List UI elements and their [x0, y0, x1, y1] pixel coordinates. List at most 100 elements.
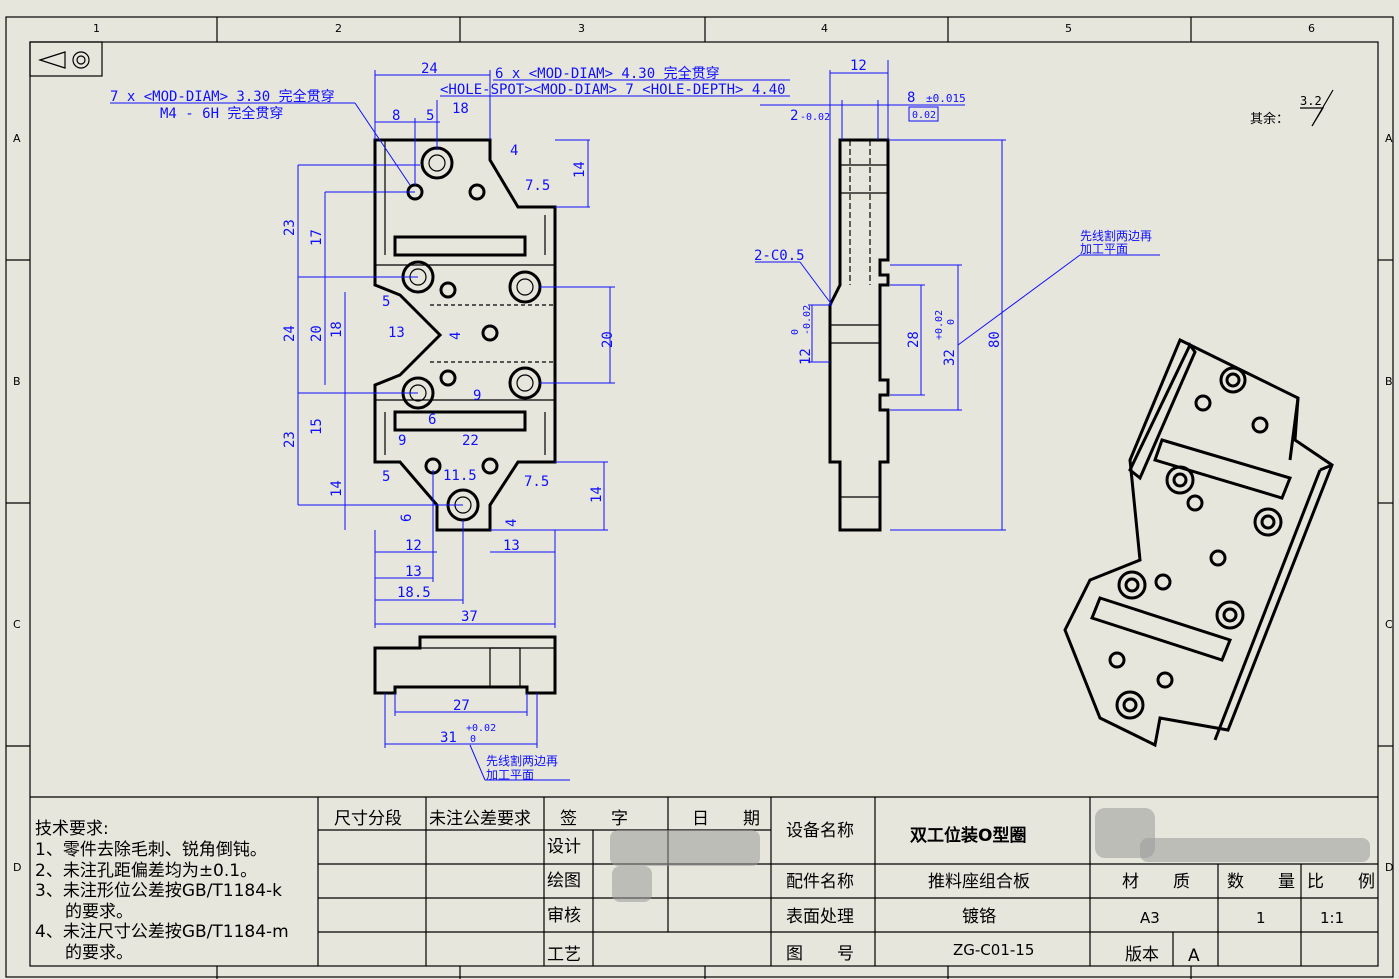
dim: 8 — [392, 108, 400, 124]
tech-req-item: 的要求。 — [65, 943, 133, 963]
tech-req-item: 3、未注形位公差按GB/T1184-k — [35, 881, 282, 901]
dim-tol: +0.02 — [466, 723, 496, 734]
dim: 17 — [309, 229, 325, 246]
dim: 4 — [510, 143, 518, 159]
dim: 15 — [309, 418, 325, 435]
dim-tol: 0 — [946, 319, 957, 325]
zone-4: 4 — [821, 22, 828, 35]
projection-symbol-icon — [29, 41, 103, 77]
dim: 4 — [448, 332, 464, 340]
wire-note: 加工平面 — [486, 768, 534, 782]
hole-note: <HOLE-SPOT><MOD-DIAM> 7 <HOLE-DEPTH> 4.4… — [440, 82, 786, 98]
wire-note: 先线割两边再 — [1080, 228, 1152, 243]
zone-b: B — [13, 375, 21, 388]
dim: 7.5 — [525, 178, 550, 194]
part-label: 配件名称 — [786, 872, 854, 892]
dim: 18 — [452, 101, 469, 117]
wire-note: 先线割两边再 — [486, 753, 558, 768]
geometric-tolerance: 0.02 — [912, 110, 936, 121]
dim: 2 — [790, 108, 798, 124]
dim: 23 — [282, 431, 298, 448]
zone-6: 6 — [1308, 22, 1315, 35]
dim: 37 — [461, 609, 478, 625]
surface-label: 表面处理 — [786, 907, 854, 927]
dim-tol: -0.02 — [802, 305, 813, 335]
zone-b-right: B — [1385, 375, 1393, 388]
zone-1: 1 — [93, 22, 100, 35]
dim: 32 — [942, 349, 958, 366]
dim: 5 — [426, 108, 434, 124]
drawing-frame: 1 2 3 4 5 6 A B C D A B C D — [5, 16, 1394, 979]
dim: 6 — [399, 514, 415, 522]
material-value: A3 — [1140, 909, 1160, 927]
dim: 18.5 — [397, 585, 431, 601]
zone-d-right: D — [1385, 861, 1393, 874]
dim: 11.5 — [443, 468, 477, 484]
part-value: 推料座组合板 — [928, 872, 1030, 892]
dim: 13 — [388, 325, 405, 341]
dim: 80 — [987, 331, 1003, 348]
dim: 14 — [329, 480, 345, 497]
drawing-no-label: 图 号 — [786, 944, 854, 964]
zone-a-right: A — [1385, 132, 1393, 145]
size-section-header: 尺寸分段 — [334, 809, 402, 829]
dim: 27 — [453, 698, 470, 714]
isometric-view — [1063, 337, 1334, 748]
material-label: 材 质 — [1122, 872, 1190, 892]
dim: 14 — [589, 486, 605, 503]
blurred-logo — [610, 808, 1370, 902]
wire-note: 加工平面 — [1080, 242, 1128, 256]
version-value: A — [1188, 946, 1200, 966]
zone-5: 5 — [1065, 22, 1072, 35]
dim: 12 — [850, 58, 867, 74]
zone-3: 3 — [578, 22, 585, 35]
dim-tol: -0.02 — [800, 112, 830, 123]
side-view: 12 2 -0.02 8 ±0.015 0.02 0 -0.02 12 28 +… — [754, 58, 1160, 532]
tech-req-title: 技术要求: — [35, 819, 109, 839]
bottom-view: 27 31 +0.02 0 先线割两边再 加工平面 — [373, 635, 570, 782]
equipment-label: 设备名称 — [786, 821, 854, 841]
dim: 24 — [282, 325, 298, 342]
hole-note: 6 x <MOD-DIAM> 4.30 完全贯穿 — [495, 65, 720, 82]
dim: 18 — [329, 321, 345, 338]
dim-tol: ±0.015 — [926, 92, 966, 105]
dim: 20 — [309, 325, 325, 342]
quantity-label: 数 量 — [1227, 872, 1295, 892]
dim: 13 — [405, 564, 422, 580]
scale-value: 1:1 — [1320, 909, 1344, 927]
dim: 12 — [798, 348, 814, 365]
roughness-symbol-icon — [1300, 89, 1334, 127]
tech-req-item: 4、未注尺寸公差按GB/T1184-m — [35, 922, 289, 942]
zone-c: C — [13, 618, 21, 631]
dim-tol: 0 — [790, 329, 801, 335]
roughness-label: 其余： — [1250, 111, 1289, 127]
tech-req-item: 的要求。 — [65, 902, 133, 922]
surface-value: 镀铬 — [962, 907, 996, 927]
dim: 9 — [473, 388, 481, 404]
review-label: 审核 — [547, 906, 581, 926]
tolerance-header: 未注公差要求 — [429, 809, 531, 829]
hole-note: 7 x <MOD-DIAM> 3.30 完全贯穿 — [110, 88, 335, 105]
dim: 14 — [572, 161, 588, 178]
chamfer-note: 2-C0.5 — [754, 248, 805, 264]
zone-c-right: C — [1385, 618, 1393, 631]
surface-roughness: 其余： 3.2 — [1250, 89, 1334, 127]
roughness-value: 3.2 — [1300, 94, 1322, 108]
quantity-value: 1 — [1256, 909, 1266, 927]
date-header: 日 期 — [692, 809, 760, 829]
dim: 31 — [440, 730, 457, 746]
dim: 12 — [405, 538, 422, 554]
zone-d: D — [13, 861, 21, 874]
dim: 8 — [907, 90, 915, 106]
dim: 5 — [382, 469, 390, 485]
hole-note: M4 - 6H 完全贯穿 — [160, 105, 283, 122]
dim: 22 — [462, 433, 479, 449]
dim: 7.5 — [524, 474, 549, 490]
dim: 28 — [906, 331, 922, 348]
front-view: 24 18 8 5 4 14 7.5 23 17 5 13 4 24 20 18… — [110, 61, 790, 628]
drawing-no-value: ZG-C01-15 — [953, 941, 1034, 959]
dim: 5 — [382, 294, 390, 310]
version-label: 版本 — [1125, 945, 1159, 965]
dim: 6 — [428, 412, 436, 428]
